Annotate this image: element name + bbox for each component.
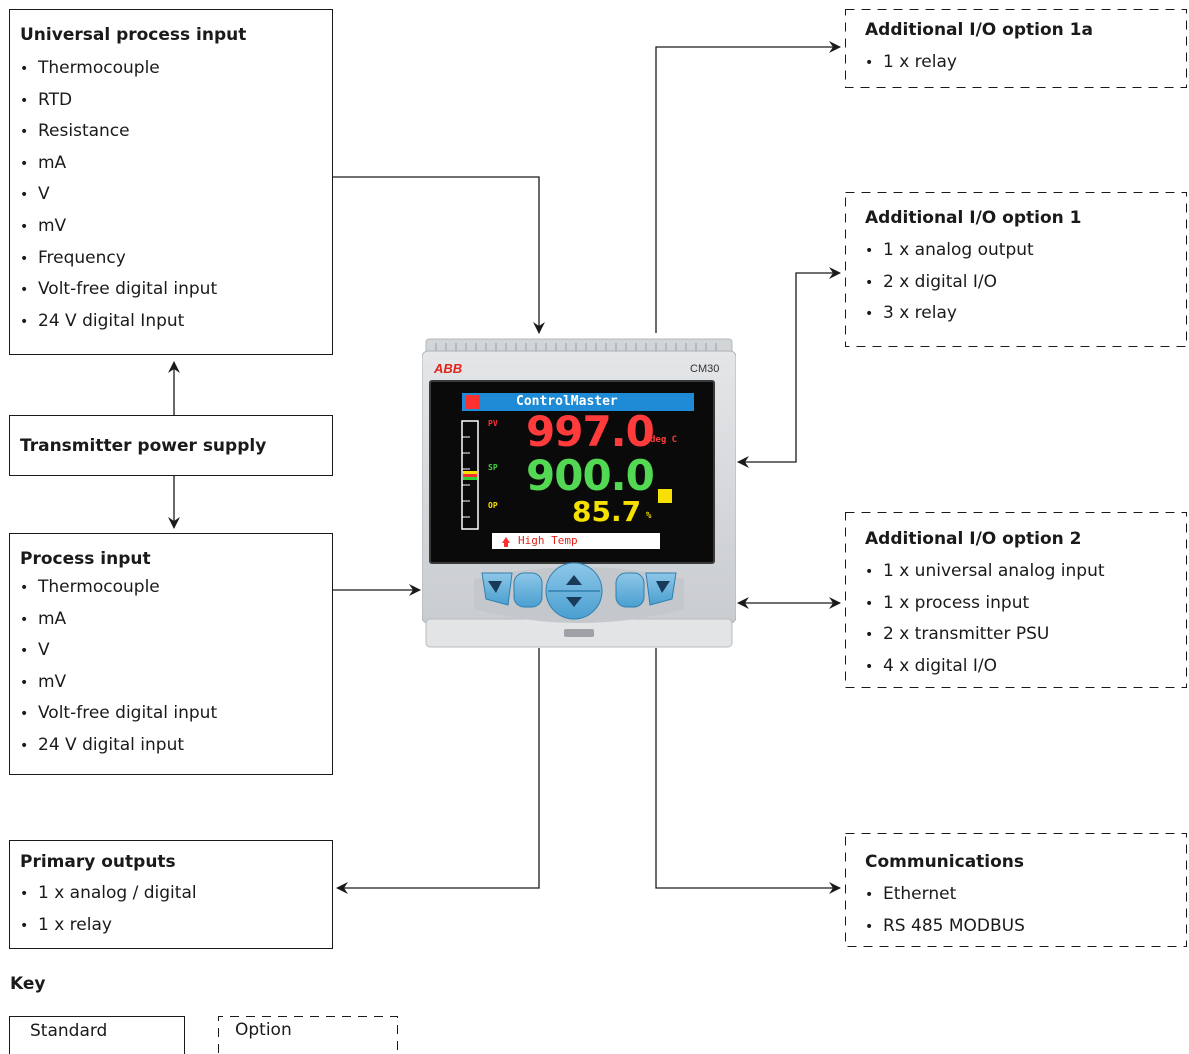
key-standard-label: Standard — [30, 1021, 108, 1041]
box-title: Process input — [20, 549, 151, 569]
list-item: •mV — [20, 671, 67, 692]
list-item: •24 V digital Input — [20, 310, 185, 331]
communications-box: Communications •Ethernet •RS 485 MODBUS — [845, 833, 1187, 947]
op-value: 85.7 — [572, 495, 642, 528]
box-title: Communications — [865, 852, 1025, 872]
key-option-box: Option — [218, 1016, 398, 1054]
transmitter-power-supply-box: Transmitter power supply — [9, 415, 333, 476]
box-title: Transmitter power supply — [20, 436, 267, 456]
list-item: •mA — [20, 152, 67, 173]
controller-device: ABB CM30 ControlMaster PV 997.0 deg C SP… — [422, 337, 736, 649]
list-item: •RS 485 MODBUS — [865, 915, 1025, 936]
key-option-label: Option — [235, 1020, 292, 1040]
controller-body — [422, 338, 736, 648]
list-item: •V — [20, 184, 50, 205]
model-label: CM30 — [690, 363, 720, 375]
list-item: •1 x universal analog input — [865, 561, 1105, 581]
option-1a-box: Additional I/O option 1a •1 x relay — [845, 9, 1187, 88]
list-item: •1 x analog / digital — [20, 883, 197, 903]
list-item: •Volt-free digital input — [20, 279, 218, 300]
option-1-box: Additional I/O option 1 •1 x analog outp… — [845, 192, 1187, 347]
wire-device-to-primary — [336, 648, 540, 894]
list-item: •1 x analog output — [865, 240, 1034, 260]
box-title: Additional I/O option 2 — [865, 529, 1082, 549]
op-label: OP — [488, 501, 498, 510]
list-item: •Thermocouple — [20, 58, 160, 78]
process-input-box: Process input •Thermocouple •mA •V •mV •… — [9, 533, 333, 775]
list-item: •V — [20, 640, 50, 661]
list-item: •Resistance — [20, 121, 130, 142]
list-item: •mA — [20, 608, 67, 629]
key-standard-box: Standard — [9, 1016, 185, 1054]
option-2-box: Additional I/O option 2 •1 x universal a… — [845, 512, 1187, 688]
pv-value: 997.0 — [526, 407, 655, 456]
list-item: •Frequency — [20, 247, 126, 268]
list-item: •1 x relay — [865, 52, 957, 72]
list-item: •Ethernet — [865, 884, 957, 904]
wire-device-to-option1a — [655, 41, 841, 333]
list-item: •Thermocouple — [20, 577, 160, 597]
list-item: •RTD — [20, 89, 73, 110]
brand-logo: ABB — [434, 361, 463, 376]
key-title: Key — [10, 974, 46, 994]
sp-label: SP — [488, 463, 498, 472]
sp-value: 900.0 — [526, 451, 655, 500]
pv-label: PV — [488, 419, 498, 428]
list-item: •4 x digital I/O — [865, 655, 998, 676]
list-item: •2 x digital I/O — [865, 271, 998, 292]
list-item: •mV — [20, 215, 67, 236]
box-title: Additional I/O option 1 — [865, 208, 1082, 228]
box-title: Additional I/O option 1a — [865, 20, 1093, 40]
list-item: •24 V digital input — [20, 734, 185, 755]
list-item: •2 x transmitter PSU — [865, 624, 1050, 645]
pv-unit: deg C — [650, 435, 678, 445]
wire-universal-to-device — [333, 176, 545, 334]
list-item: •Volt-free digital input — [20, 703, 218, 724]
universal-process-input-box: Universal process input •Thermocouple •R… — [9, 9, 333, 355]
box-title: Primary outputs — [20, 852, 176, 872]
wire-device-to-comms — [655, 648, 841, 894]
alarm-text: High Temp — [518, 534, 578, 547]
wire-device-option1 — [737, 267, 841, 468]
op-unit: % — [646, 511, 652, 521]
screen-banner: ControlMaster — [516, 394, 618, 409]
list-item: •3 x relay — [865, 303, 957, 324]
list-item: •1 x relay — [20, 914, 112, 935]
box-title: Universal process input — [20, 25, 247, 45]
primary-outputs-box: Primary outputs •1 x analog / digital •1… — [9, 840, 333, 949]
list-item: •1 x process input — [865, 592, 1030, 613]
